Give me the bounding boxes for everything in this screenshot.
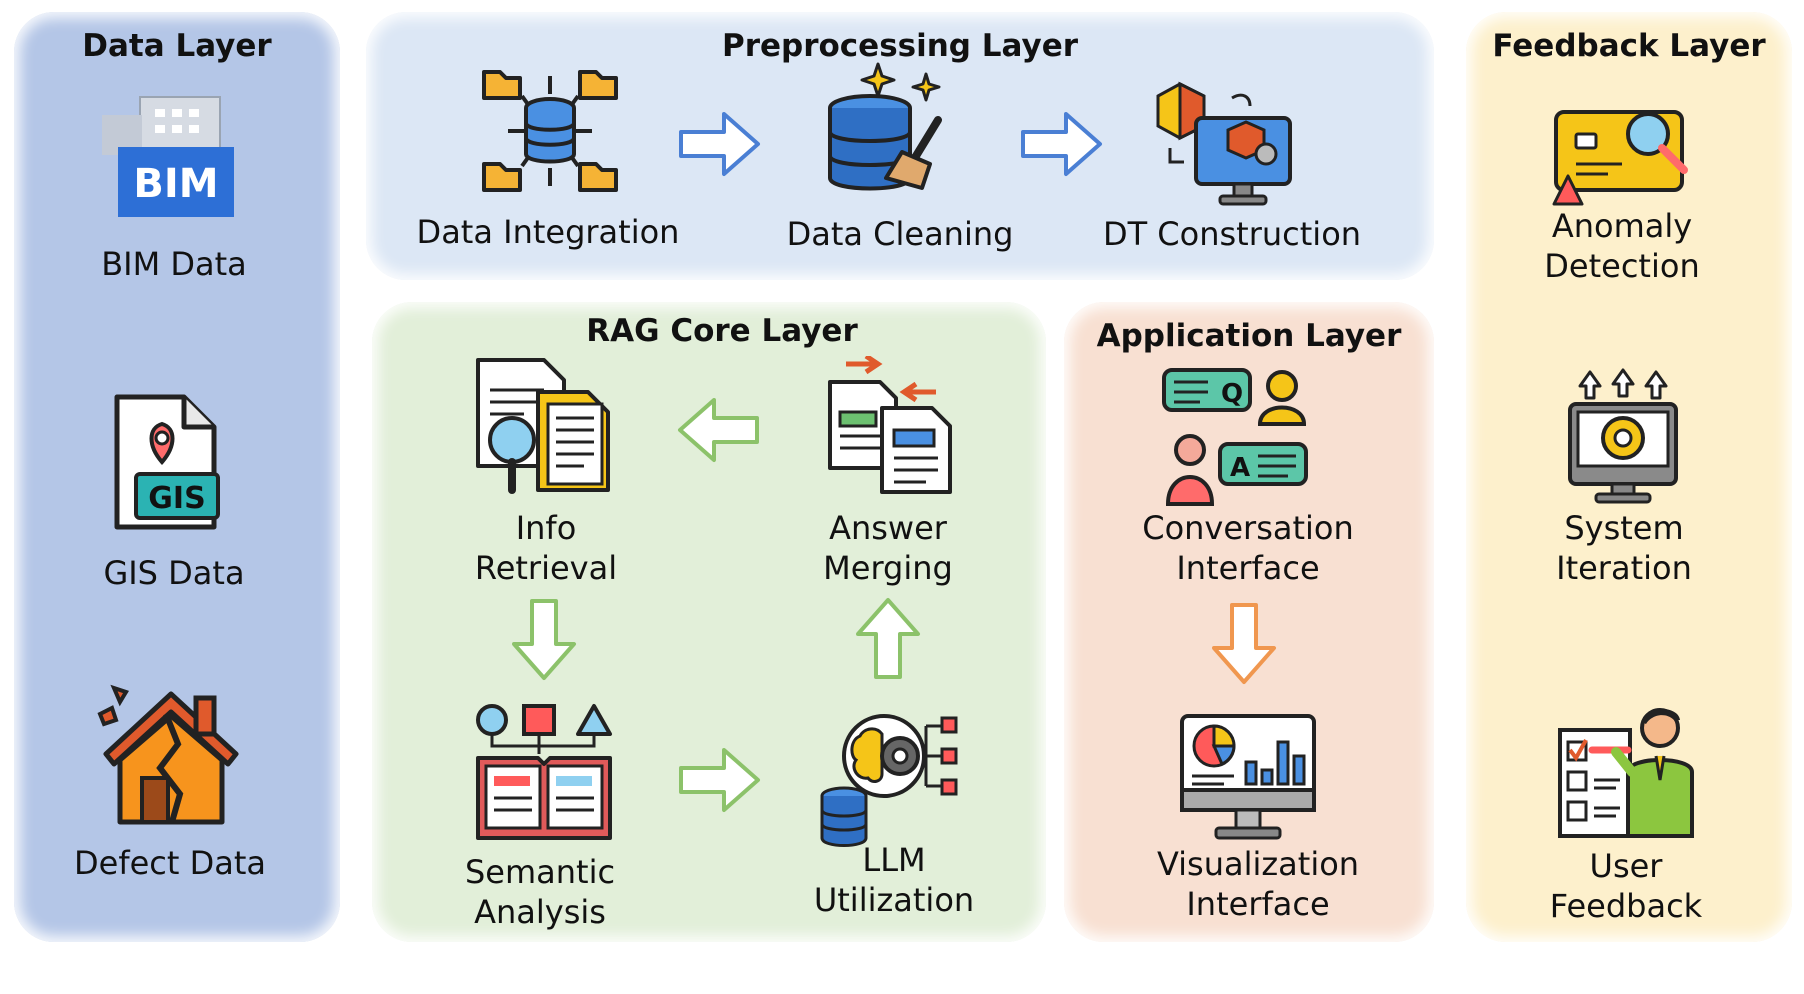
system-iteration-line-2: Iteration <box>1556 549 1692 587</box>
answer-merging-line-2: Merging <box>823 549 953 587</box>
llm-utilization-label: LLM Utilization <box>814 840 974 920</box>
dt-construction-label: DT Construction <box>1102 215 1362 253</box>
semantic-analysis-icon <box>476 704 612 840</box>
system-iteration-line-1: System <box>1564 509 1684 547</box>
conversation-interface-line-1: Conversation <box>1142 509 1354 547</box>
bim-badge-text: BIM <box>133 161 218 207</box>
visualization-interface-line-1: Visualization <box>1156 845 1360 883</box>
arrow-merging-to-retrieval <box>678 398 759 462</box>
conversation-interface-label: Conversation Interface <box>1142 508 1354 588</box>
anomaly-detection-label: Anomaly Detection <box>1544 206 1699 286</box>
arrow-cleaning-to-dt <box>1021 112 1102 176</box>
semantic-analysis-line-1: Semantic <box>464 853 616 891</box>
system-iteration-icon <box>1568 368 1678 504</box>
answer-merging-line-1: Answer <box>829 509 947 547</box>
user-feedback-label: User Feedback <box>1550 846 1702 926</box>
preprocessing-layer-title: Preprocessing Layer <box>721 28 1079 64</box>
user-feedback-line-1: User <box>1589 847 1663 885</box>
gis-document-icon: GIS <box>114 394 220 530</box>
data-cleaning-label: Data Cleaning <box>786 215 1014 253</box>
anomaly-detection-line-1: Anomaly <box>1551 207 1693 245</box>
damaged-house-icon <box>97 684 239 825</box>
arrow-integration-to-cleaning <box>679 112 760 176</box>
semantic-analysis-label: Semantic Analysis <box>465 852 615 932</box>
llm-utilization-line-1: LLM <box>862 841 926 879</box>
data-cleaning-icon <box>828 62 942 191</box>
q-badge-text: Q <box>1221 379 1243 409</box>
a-badge-text: A <box>1230 453 1250 483</box>
user-feedback-icon <box>1558 708 1694 838</box>
feedback-layer-title: Feedback Layer <box>1492 28 1766 64</box>
conversation-icon: Q A <box>1162 368 1308 506</box>
anomaly-detection-icon <box>1552 110 1688 206</box>
visualization-interface-line-2: Interface <box>1186 885 1330 923</box>
dt-construction-icon <box>1156 81 1292 206</box>
data-layer-title: Data Layer <box>82 28 272 64</box>
info-retrieval-label: Info Retrieval <box>475 508 617 588</box>
data-integration-label: Data Integration <box>416 213 680 251</box>
defect-data-label: Defect Data <box>74 844 266 882</box>
info-retrieval-line-2: Retrieval <box>474 549 618 587</box>
anomaly-detection-line-2: Detection <box>1544 247 1700 285</box>
arrow-semantic-to-llm <box>679 748 760 812</box>
gis-badge-text: GIS <box>148 481 205 516</box>
bim-building-icon: BIM <box>102 96 234 217</box>
info-retrieval-icon <box>476 358 610 494</box>
answer-merging-label: Answer Merging <box>823 508 953 588</box>
data-integration-icon <box>482 70 618 192</box>
application-layer-title: Application Layer <box>1096 318 1402 354</box>
bim-data-label: BIM Data <box>101 245 247 283</box>
conversation-interface-line-2: Interface <box>1176 549 1320 587</box>
info-retrieval-line-1: Info <box>515 509 577 547</box>
user-feedback-line-2: Feedback <box>1549 887 1703 925</box>
llm-utilization-line-2: Utilization <box>813 881 975 919</box>
visualization-interface-label: Visualization Interface <box>1157 844 1359 924</box>
visualization-monitor-icon <box>1180 714 1316 840</box>
arrow-llm-to-merging <box>856 598 920 679</box>
semantic-analysis-line-2: Analysis <box>474 893 606 931</box>
answer-merging-icon <box>828 356 952 494</box>
gis-data-label: GIS Data <box>103 554 245 592</box>
arrow-retrieval-to-semantic <box>512 599 576 680</box>
system-iteration-label: System Iteration <box>1556 508 1692 588</box>
rag-core-layer-title: RAG Core Layer <box>586 313 858 349</box>
llm-utilization-icon <box>820 714 958 847</box>
arrow-conversation-to-visualization <box>1212 603 1276 684</box>
